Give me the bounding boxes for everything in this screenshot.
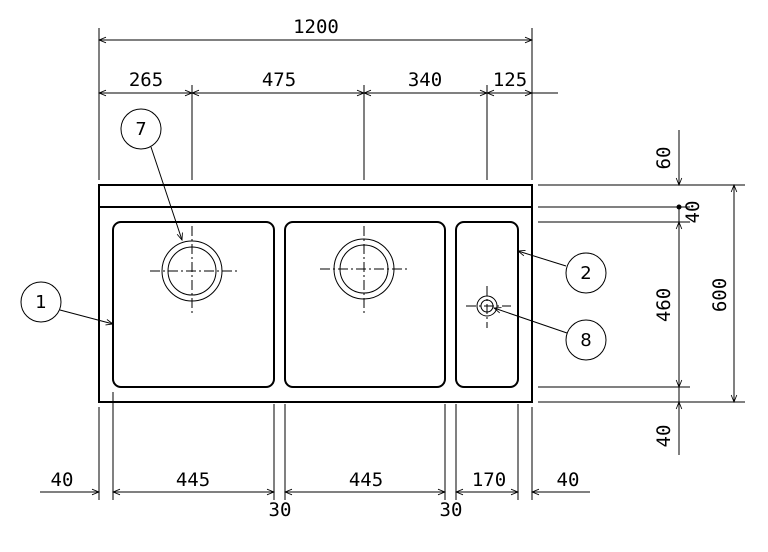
dim-label-445-b: 445 <box>349 469 383 491</box>
dim-bottom: 40 445 445 170 40 30 30 <box>40 392 590 521</box>
callout-1: 1 <box>20 281 113 324</box>
dim-label-40-left: 40 <box>51 469 74 491</box>
dim-label-60: 60 <box>653 147 675 170</box>
dim-label-1200: 1200 <box>293 16 339 38</box>
dim-label-265: 265 <box>129 69 163 91</box>
dim-top-row: 265 475 340 125 <box>99 69 558 180</box>
drain-left <box>150 226 238 316</box>
dim-label-30-b: 30 <box>440 499 463 521</box>
dim-label-445-a: 445 <box>176 469 210 491</box>
callout-label-8: 8 <box>580 330 591 351</box>
callout-8: 8 <box>494 308 607 361</box>
callout-label-1: 1 <box>35 292 46 313</box>
callout-2: 2 <box>518 251 607 294</box>
dim-overall-width: 1200 <box>99 16 532 180</box>
basin-right <box>455 221 519 388</box>
dim-label-170: 170 <box>472 469 506 491</box>
dim-label-30-a: 30 <box>269 499 292 521</box>
dim-label-340: 340 <box>408 69 442 91</box>
sink-outline <box>98 184 533 403</box>
drain-middle <box>320 226 408 314</box>
basin-middle <box>284 221 446 388</box>
dim-label-40-bottom: 40 <box>653 425 675 448</box>
callout-7: 7 <box>120 108 182 240</box>
dim-label-600: 600 <box>709 278 731 312</box>
callout-label-7: 7 <box>135 119 146 140</box>
basin-left <box>112 221 275 388</box>
dim-label-125: 125 <box>493 69 527 91</box>
dim-label-40-right: 40 <box>557 469 580 491</box>
dim-label-460: 460 <box>653 288 675 322</box>
callout-label-2: 2 <box>580 263 591 284</box>
dim-label-475: 475 <box>262 69 296 91</box>
dim-right: 60 40 460 600 40 <box>538 130 745 455</box>
drain-small <box>466 286 511 328</box>
dim-label-40-top: 40 <box>682 201 704 224</box>
